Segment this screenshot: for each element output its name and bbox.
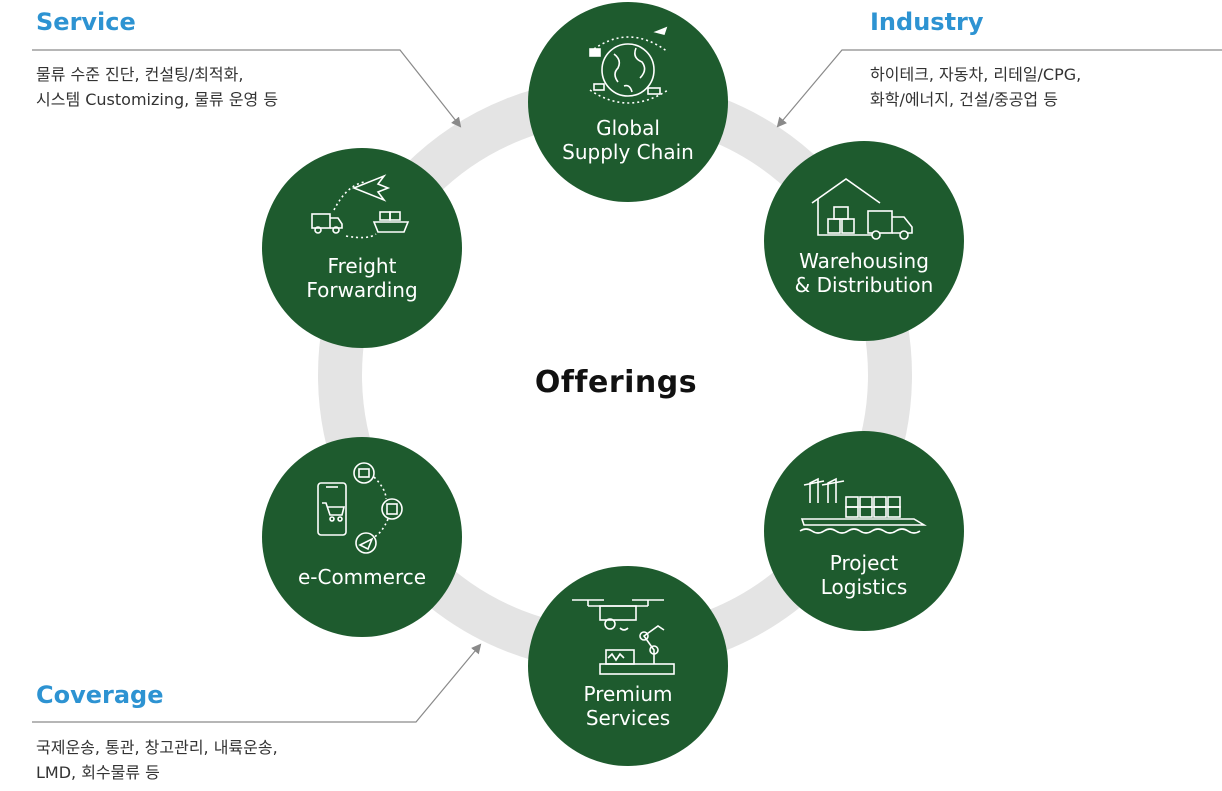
node-freight-forwarding: Freight Forwarding: [262, 148, 462, 348]
warehouse-truck-icon: [811, 178, 913, 240]
node-global-supply-chain: Global Supply Chain: [528, 2, 728, 202]
coverage-connector-line: [32, 643, 482, 723]
node-warehousing-distribution-line-2: & Distribution: [794, 273, 934, 297]
container-ship-crane-icon: [799, 477, 927, 534]
coverage-description: 국제운송, 통관, 창고관리, 내륙운송, LMD, 회수물류 등: [36, 735, 278, 785]
industry-description-line-2: 화학/에너지, 건설/중공업 등: [870, 90, 1058, 109]
node-premium-services-line-1: Premium: [583, 682, 673, 706]
industry-heading: Industry: [870, 8, 984, 36]
node-premium-services-line-2: Services: [585, 706, 671, 730]
coverage-description-line-2: LMD, 회수물류 등: [36, 763, 160, 782]
node-project-logistics-line-2: Logistics: [820, 575, 908, 599]
node-global-supply-chain-line-1: Global: [596, 116, 660, 140]
truck-plane-ship-icon: [311, 174, 410, 239]
node-project-logistics-line-1: Project: [829, 551, 899, 575]
node-e-commerce: e-Commerce: [262, 437, 462, 637]
node-freight-forwarding-line-2: Forwarding: [306, 278, 418, 302]
industry-description-line-1: 하이테크, 자동차, 리테일/CPG,: [870, 65, 1082, 84]
service-description-line-1: 물류 수준 진단, 컨설팅/최적화,: [36, 65, 244, 84]
node-global-supply-chain-line-2: Supply Chain: [562, 140, 694, 164]
service-description-line-2: 시스템 Customizing, 물류 운영 등: [36, 90, 279, 109]
service-description: 물류 수준 진단, 컨설팅/최적화, 시스템 Customizing, 물류 운…: [36, 62, 278, 112]
node-warehousing-distribution: Warehousing & Distribution: [764, 141, 964, 341]
node-premium-services: Premium Services: [528, 566, 728, 766]
node-e-commerce-line-1: e-Commerce: [297, 565, 427, 589]
globe-network-icon: [589, 26, 669, 104]
node-warehousing-distribution-line-1: Warehousing: [799, 249, 929, 273]
coverage-description-line-1: 국제운송, 통관, 창고관리, 내륙운송,: [36, 738, 278, 757]
drone-robot-arm-icon: [572, 599, 675, 675]
coverage-heading: Coverage: [36, 681, 164, 709]
phone-cart-icon: [317, 462, 403, 554]
service-heading: Service: [36, 8, 136, 36]
service-connector-line: [32, 49, 462, 128]
industry-description: 하이테크, 자동차, 리테일/CPG, 화학/에너지, 건설/중공업 등: [870, 62, 1081, 112]
node-project-logistics: Project Logistics: [764, 431, 964, 631]
offerings-title: Offerings: [534, 365, 698, 400]
node-freight-forwarding-line-1: Freight: [327, 254, 397, 278]
industry-connector-line: [776, 49, 1222, 128]
